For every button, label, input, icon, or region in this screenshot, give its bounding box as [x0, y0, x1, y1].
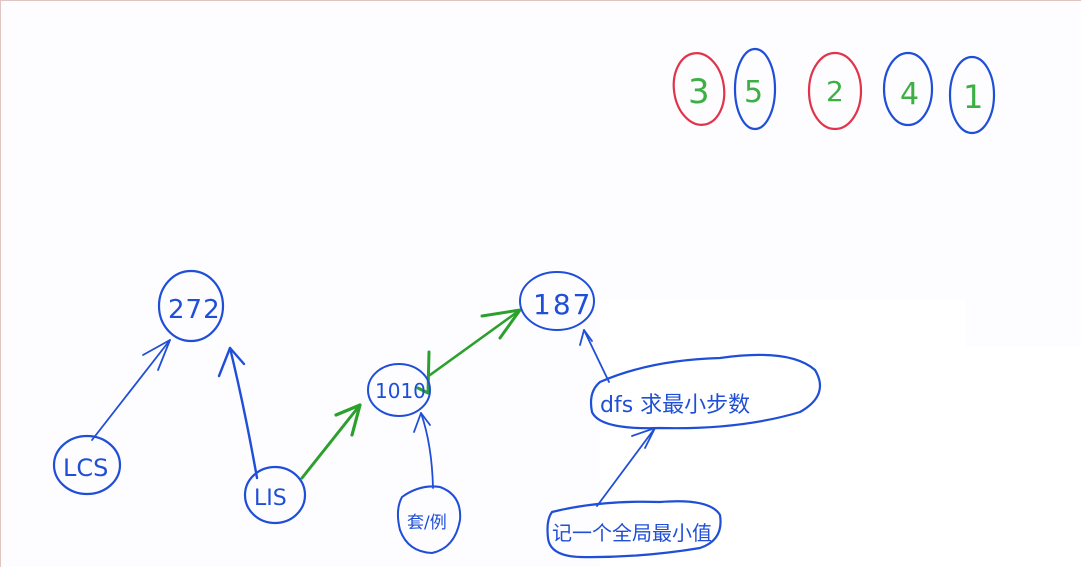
node-label: dfs 求最小步数 [600, 393, 750, 418]
node-example: 套/例 [396, 485, 462, 554]
node-label: 套/例 [407, 513, 447, 533]
sequence-item-4: 4 [882, 51, 934, 127]
edge-lis-to-272 [217, 346, 259, 480]
sequence-row: 3 5 2 4 1 [672, 47, 996, 135]
node-1010: 1010 [367, 363, 431, 417]
node-label: 272 [168, 295, 221, 325]
node-187: 187 [519, 271, 595, 331]
node-label: 记一个全局最小值 [552, 521, 712, 545]
node-label: LCS [63, 454, 108, 482]
sequence-value: 1 [963, 78, 983, 116]
sequence-item-3: 3 [672, 52, 726, 126]
sequence-value: 5 [744, 75, 763, 110]
sequence-item-1: 1 [948, 55, 996, 135]
edge-record-to-dfs [596, 427, 656, 507]
sequence-item-2: 2 [807, 51, 863, 131]
sequence-value: 2 [826, 75, 844, 108]
nodes: 272 LCS LIS 1010 187 套/例 dfs 求最小 [52, 269, 822, 559]
node-lis: LIS [243, 465, 307, 525]
sequence-item-5: 5 [733, 47, 777, 131]
edge-lis-to-1010 [300, 403, 362, 480]
node-label: 1010 [375, 379, 426, 403]
edge-dfs-to-187 [579, 329, 610, 383]
canvas-highlight-region [600, 300, 966, 567]
node-record: 记一个全局最小值 [546, 500, 722, 559]
node-label: 187 [533, 288, 592, 321]
edge-example-to-1010 [413, 412, 434, 489]
sequence-value: 3 [688, 72, 710, 112]
node-272: 272 [157, 269, 225, 343]
node-lcs: LCS [52, 434, 122, 496]
node-dfs: dfs 求最小步数 [589, 353, 822, 430]
edges [91, 308, 656, 507]
edge-1010-to-187 [416, 308, 522, 395]
sequence-value: 4 [900, 77, 919, 112]
node-label: LIS [254, 486, 287, 511]
canvas-highlight-region-right [966, 347, 1081, 567]
edge-lcs-to-272 [91, 339, 171, 441]
